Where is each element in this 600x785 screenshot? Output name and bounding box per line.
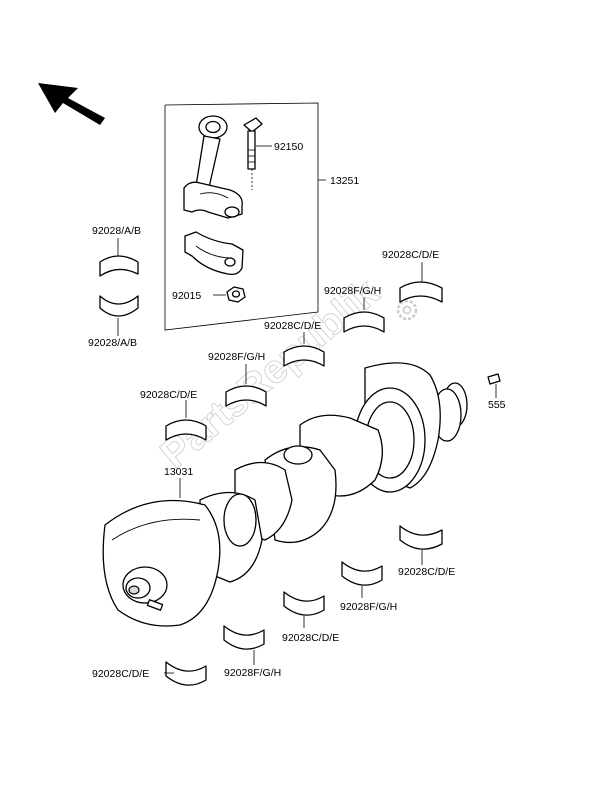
label-92028fgh-mid: 92028F/G/H — [208, 351, 265, 363]
label-92028fgh-right: 92028F/G/H — [324, 285, 381, 297]
label-92028cde-left: 92028C/D/E — [140, 389, 197, 401]
label-92028cde-lower-right: 92028C/D/E — [398, 566, 455, 578]
label-92028ab-top: 92028/A/B — [92, 225, 141, 237]
label-92028fgh-lower-left: 92028F/G/H — [224, 667, 281, 679]
label-92028cde-right: 92028C/D/E — [382, 249, 439, 261]
bearing-shell-cde-mid — [283, 345, 325, 367]
bearing-shell-fgh-lower-left — [223, 625, 265, 650]
label-92028cde-lower-left: 92028C/D/E — [92, 668, 149, 680]
label-92028cde-lower-mid: 92028C/D/E — [282, 632, 339, 644]
label-92028ab-bottom: 92028/A/B — [88, 337, 137, 349]
label-92015: 92015 — [172, 290, 201, 302]
dowel-pin — [487, 373, 501, 385]
bearing-shell-ab-upper — [99, 255, 139, 277]
bearing-shell-cde-left — [165, 419, 207, 441]
crankshaft — [102, 362, 468, 627]
bearing-shell-cde-lower-left — [165, 661, 207, 686]
label-13251: 13251 — [330, 175, 359, 187]
rod-nut — [226, 286, 246, 303]
rod-bolt — [243, 117, 263, 190]
bearing-shell-fgh-lower-right — [341, 561, 383, 586]
front-arrow-icon — [38, 83, 105, 125]
label-13031: 13031 — [164, 466, 193, 478]
bearing-shell-ab-lower — [99, 295, 139, 317]
label-92150: 92150 — [274, 141, 303, 153]
connecting-rod — [183, 115, 243, 219]
gear-icon — [396, 299, 418, 321]
bearing-shell-fgh-right — [343, 311, 385, 333]
bearing-shell-fgh-mid — [225, 385, 267, 407]
bearing-shell-cde-lower-right — [399, 525, 443, 550]
connecting-rod-cap — [184, 231, 244, 276]
label-92028cde-mid: 92028C/D/E — [264, 320, 321, 332]
bearing-shell-cde-lower-mid — [283, 591, 325, 616]
label-555: 555 — [488, 399, 506, 411]
bearing-shell-cde-right — [399, 281, 443, 303]
label-92028fgh-lower-right: 92028F/G/H — [340, 601, 397, 613]
connecting-rod-assembly-box — [164, 102, 326, 331]
